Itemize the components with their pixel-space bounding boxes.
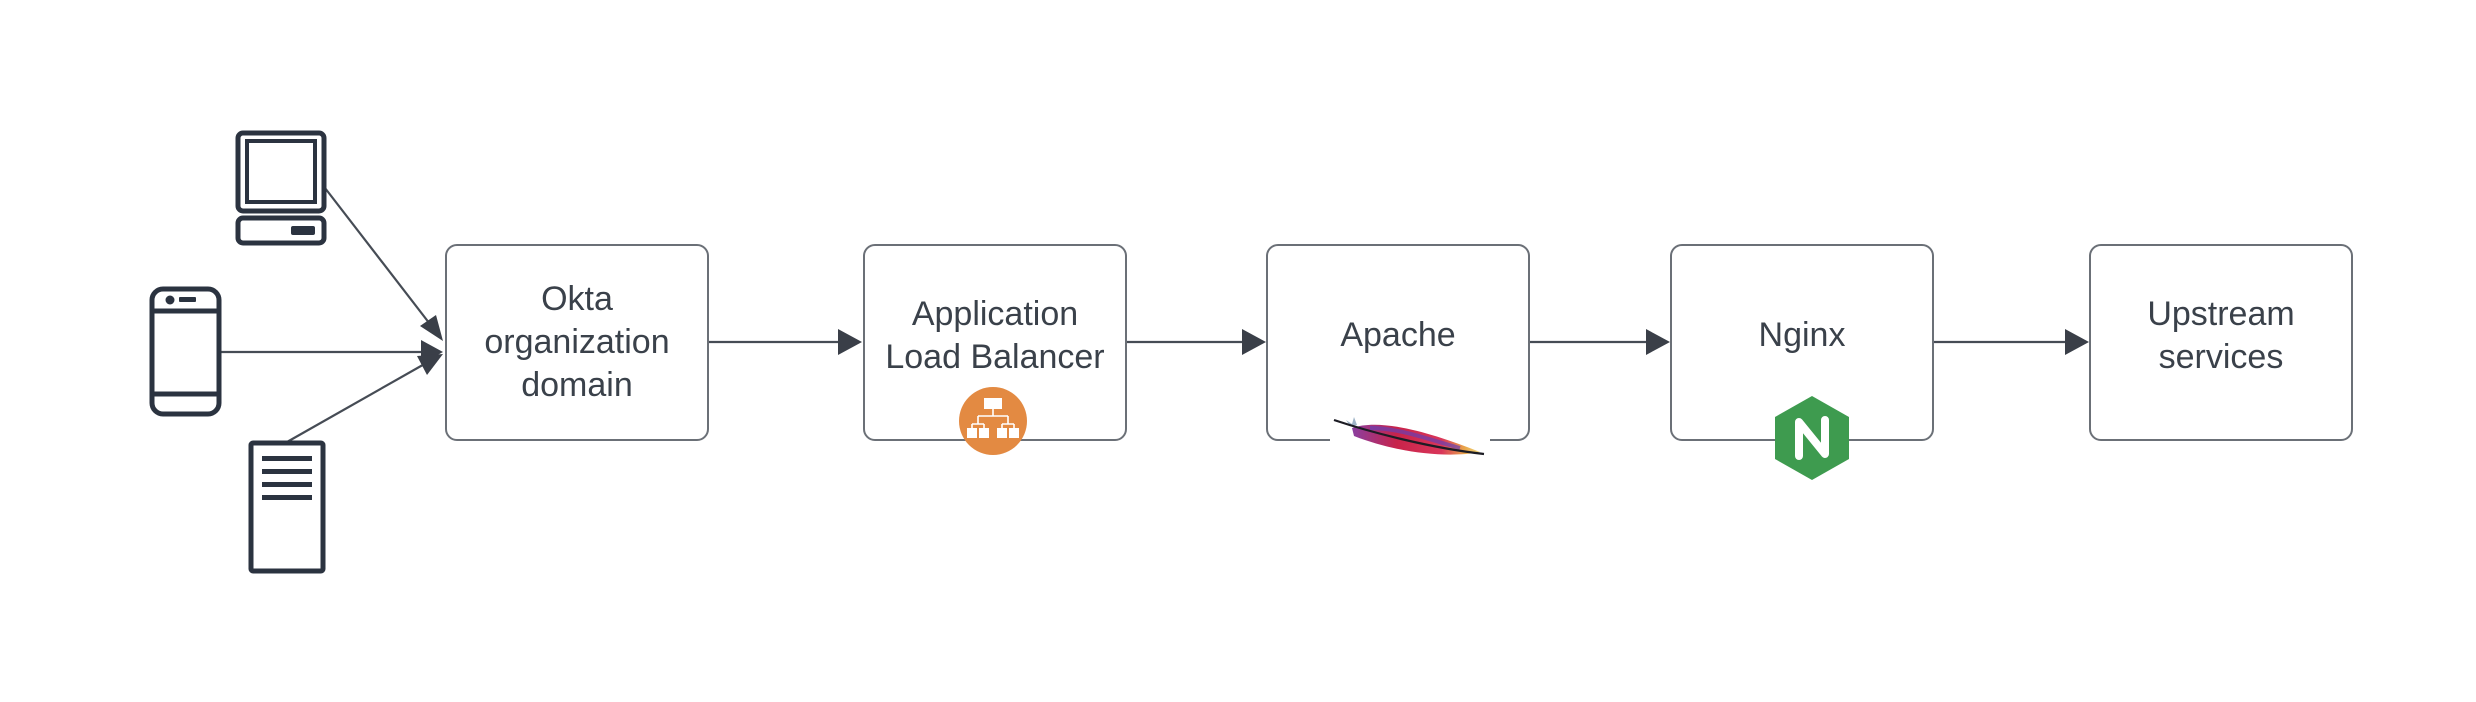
node-label: Okta organization domain [484,280,670,404]
alb-hierarchy-icon [959,387,1027,455]
node-label: Apache [1340,316,1456,354]
nginx-hexagon-icon [1775,396,1849,480]
node-apache[interactable]: Apache [1266,244,1530,441]
node-nginx[interactable]: Nginx [1670,244,1934,441]
edge-apache-to-nginx [1530,329,1670,355]
node-okta-organization-domain[interactable]: Okta organization domain [445,244,709,441]
node-label: Nginx [1758,316,1846,354]
edge-alb-to-apache [1127,329,1266,355]
edge-okta-to-alb [709,329,862,355]
edge-nginx-to-upstream [1934,329,2089,355]
edge-mobile-to-okta [220,340,443,364]
edge-desktop-to-okta [324,187,443,341]
apache-feather-icon [1330,417,1490,466]
mobile-phone-icon [149,286,222,417]
node-label: Upstream services [2147,294,2295,376]
node-upstream-services[interactable]: Upstream services [2089,244,2353,441]
desktop-computer-icon [235,130,327,246]
server-icon [248,440,326,574]
edge-server-to-okta [286,354,443,443]
node-label: Application Load Balancer [885,294,1105,376]
